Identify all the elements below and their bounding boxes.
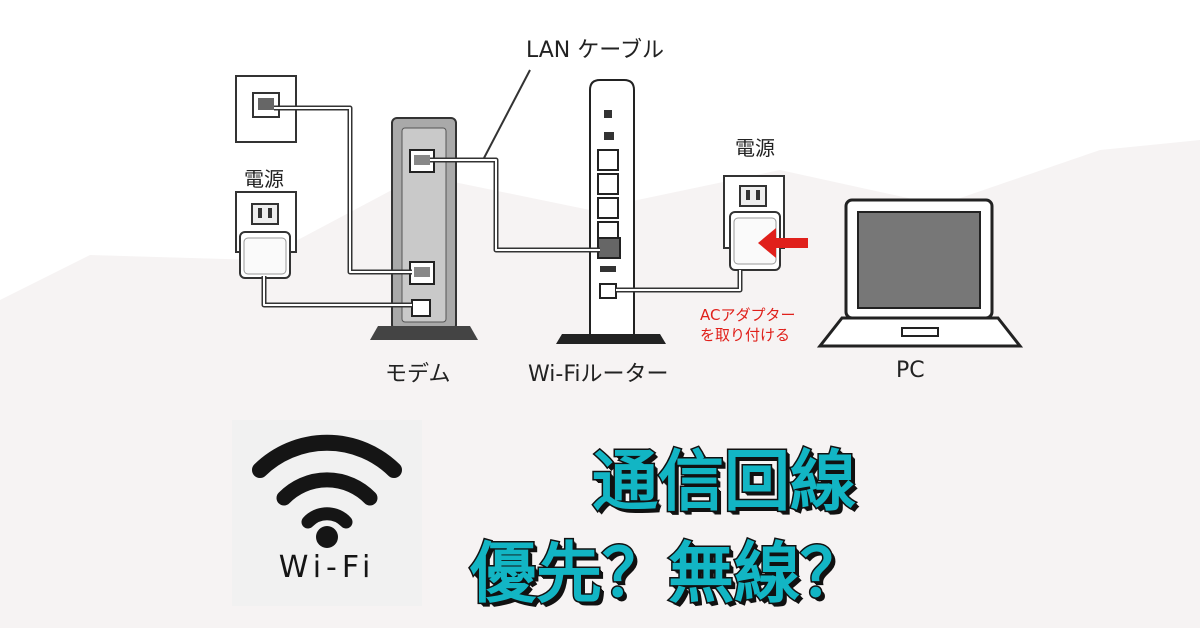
wifi-icon <box>252 434 402 548</box>
headline-line1: 通信回線 <box>591 442 858 522</box>
power-label-right: 電源 <box>735 136 775 160</box>
modem-label: モデム <box>385 362 451 387</box>
lan-cable-label: LAN ケーブル <box>526 38 664 63</box>
pc-label: PC <box>896 358 925 383</box>
modem <box>370 117 478 340</box>
power-outlet-left <box>235 191 297 279</box>
router-label: Wi-Fiルーター <box>528 362 669 387</box>
ac-adapter-label-line1: ACアダプター <box>700 306 796 324</box>
laptop-pc <box>816 198 1024 348</box>
wifi-logo: Wi-Fi <box>232 420 422 606</box>
cables <box>261 69 743 308</box>
headline-line2: 優先？無線？ <box>469 534 868 614</box>
ac-adapter-label-line2: を取り付ける <box>700 326 791 344</box>
wifi-logo-text: Wi-Fi <box>278 550 376 585</box>
wifi-router <box>556 79 666 344</box>
red-arrow-icon <box>758 228 808 258</box>
power-label-left: 電源 <box>244 167 284 191</box>
